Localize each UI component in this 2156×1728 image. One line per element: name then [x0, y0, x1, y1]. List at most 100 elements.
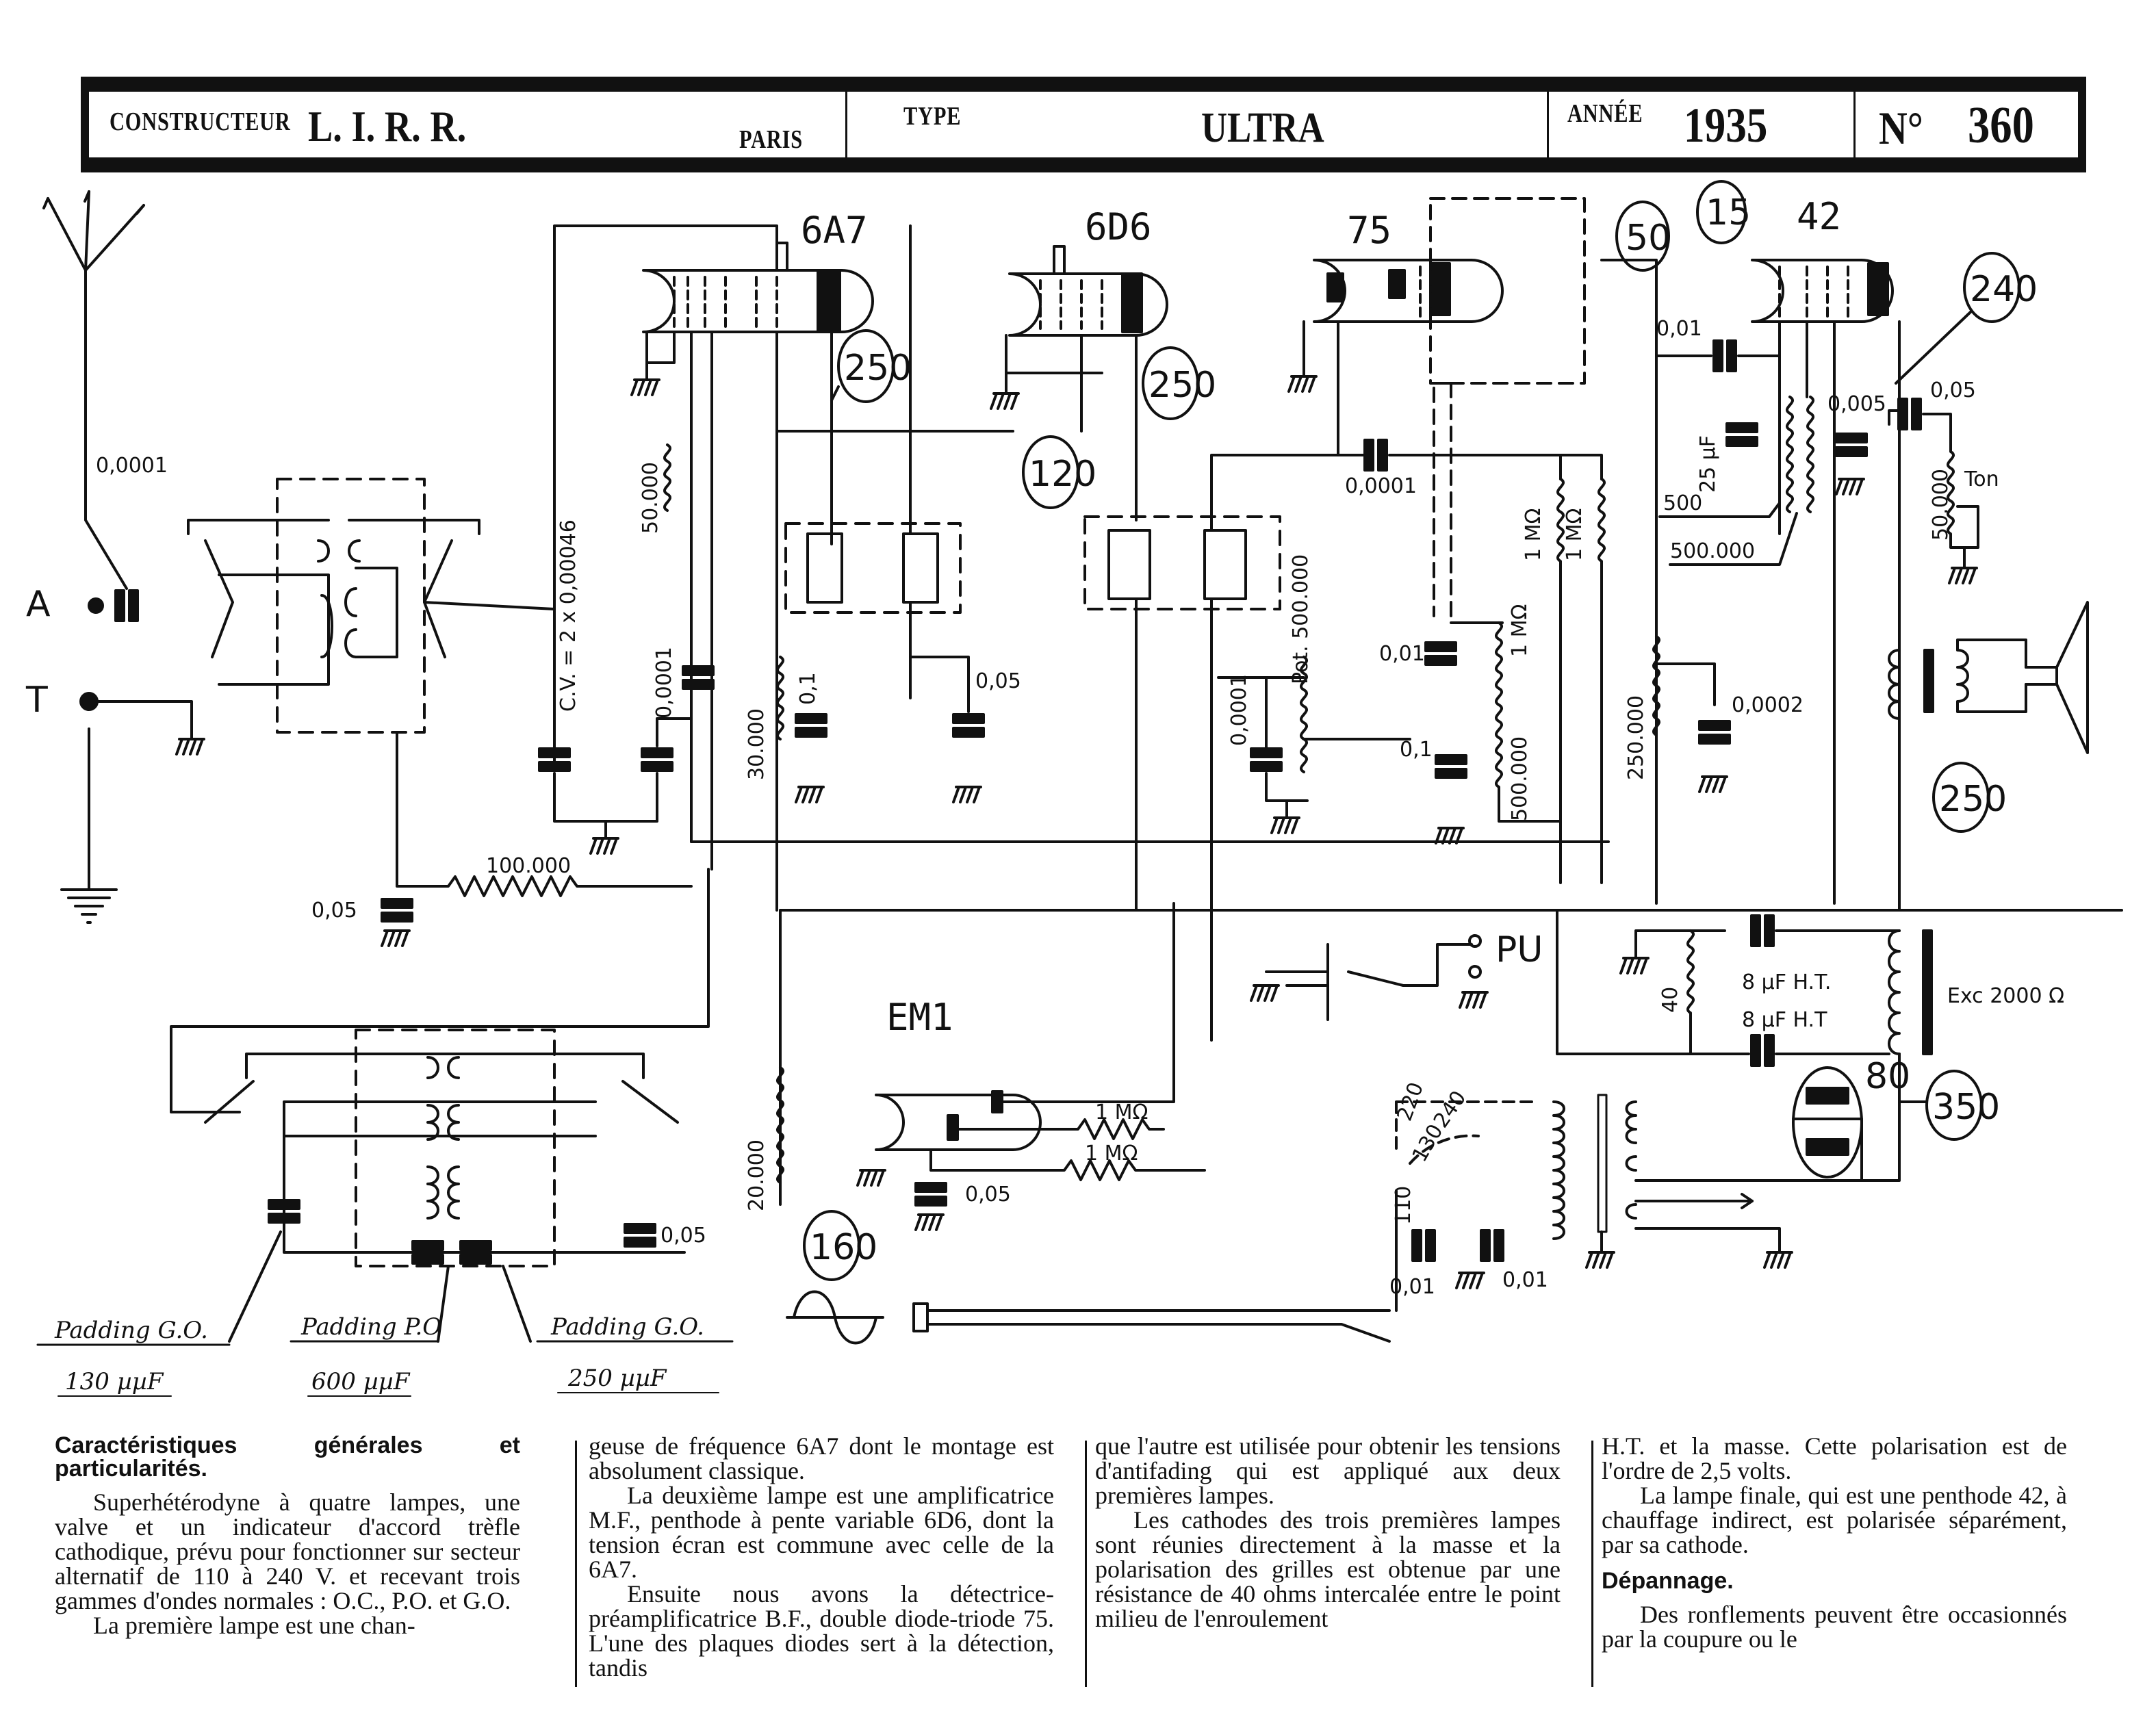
- wire: [1600, 259, 1658, 905]
- oscillator-coil-pack: [204, 1053, 686, 1254]
- if-transformer-1: [784, 522, 962, 614]
- resistor-100k: [396, 731, 693, 897]
- wire: [1388, 454, 1603, 480]
- wire: [1556, 909, 1901, 1055]
- arrow: [1741, 1193, 1754, 1209]
- article-text: Caractéristiques générales et particular…: [55, 1434, 2115, 1721]
- tube-6a7-label: 6A7: [801, 209, 868, 252]
- tube-75: [1313, 259, 1504, 323]
- ground-icon: [381, 929, 411, 947]
- tone-potentiometer[interactable]: [1922, 413, 1979, 569]
- ground-icon: [1585, 1251, 1615, 1269]
- padding-go2-value: 250 µµF: [567, 1365, 667, 1392]
- earth-ground-icon: [60, 888, 118, 924]
- if-coils: [806, 532, 939, 604]
- tube-6d6-label: 6D6: [1085, 205, 1152, 248]
- rectifier-anode: [1806, 1138, 1849, 1156]
- paragraph: Les cathodes des trois premières lampes …: [1095, 1506, 1561, 1632]
- ground-icon: [1835, 478, 1865, 495]
- wire: [1655, 320, 1808, 535]
- padding-po-value: 600 µµF: [311, 1368, 411, 1395]
- section-heading: Caractéristiques générales et particular…: [55, 1432, 520, 1482]
- numero-value: 360: [1968, 96, 2034, 154]
- padding-po-note: Padding P.O 600 µµF: [290, 1313, 441, 1397]
- voltage-badge: [1925, 1070, 1983, 1141]
- tube-42-label: 42: [1797, 195, 1841, 238]
- ground-icon: [1948, 567, 1978, 584]
- aerial-coil-pack: [187, 519, 556, 686]
- earth-terminal-label: T: [25, 680, 48, 721]
- volume-potentiometer[interactable]: [1300, 656, 1308, 773]
- r-20k-label: 20.000: [745, 1139, 769, 1211]
- numero-label: N°: [1879, 102, 1923, 154]
- c-005-tone-label: 0,05: [1930, 378, 1976, 402]
- shielded-lead: [1429, 197, 1586, 385]
- divider: [1853, 92, 1856, 157]
- ac-mains-icon: [786, 1290, 884, 1345]
- voltage-badge: [1022, 435, 1079, 509]
- filter-capacitor-1: [1750, 914, 1775, 947]
- leader: [1669, 512, 1798, 566]
- oscillator-coil-shield: [355, 1029, 556, 1267]
- ground-icon: [1270, 816, 1300, 834]
- v-eye: 160: [810, 1227, 877, 1268]
- capacitor: [1250, 747, 1283, 772]
- resistor-30k: [776, 656, 784, 740]
- pickup-terminal: [1468, 965, 1482, 979]
- aerial-coil-shield: [276, 478, 426, 734]
- field-excitation-coil: [1888, 929, 1901, 1055]
- v-42-screen: 15: [1706, 192, 1751, 233]
- rectifier-tube-80: [1792, 1066, 1863, 1178]
- voltage-badge: [837, 329, 895, 403]
- section-heading: Dépannage.: [1602, 1568, 1734, 1594]
- gramophone-switch[interactable]: [1265, 943, 1473, 1021]
- earth-wire: [88, 700, 193, 891]
- ht-bus: [690, 840, 2123, 912]
- leader: [228, 1230, 532, 1343]
- capacitor: [1480, 1229, 1504, 1262]
- trimmer-label: 0,0001: [652, 647, 676, 719]
- capacitor: [682, 665, 715, 690]
- tube-6d6: [1008, 245, 1168, 337]
- mains-plug: [912, 1302, 929, 1332]
- paragraph: geuse de fréquence 6A7 dont le montage e…: [589, 1432, 1054, 1484]
- em1-r2-label: 1 MΩ: [1085, 1142, 1138, 1165]
- paragraph: Superhétérodyne à quatre lampes, une val…: [55, 1488, 520, 1614]
- if-transformer-2: [1083, 515, 1281, 610]
- padding-go-value: 130 µµF: [65, 1368, 164, 1395]
- type-value: ULTRA: [1201, 105, 1324, 151]
- ground-icon: [1250, 984, 1280, 1002]
- capacitor: [381, 898, 413, 923]
- article-column-2: geuse de fréquence 6A7 dont le montage e…: [589, 1434, 1054, 1680]
- v-6a7-plate: 250: [844, 348, 912, 389]
- c-005-if-label: 0,05: [975, 669, 1021, 693]
- em1-anode: [991, 1090, 1003, 1113]
- pickup-label: PU: [1496, 929, 1543, 970]
- trimmer-capacitor: [641, 747, 673, 772]
- r-1meg-a-label: 1 MΩ: [1522, 508, 1545, 561]
- r-500k-42-label: 500.000: [1670, 539, 1755, 563]
- voltage-badge: [1963, 252, 2020, 323]
- tube-em1: [875, 1094, 1042, 1151]
- if-coils: [1107, 529, 1247, 600]
- voltage-selector[interactable]: [1395, 1100, 1535, 1165]
- wire: [553, 224, 778, 768]
- divider: [1547, 92, 1549, 157]
- em1-r1-label: 1 MΩ: [1095, 1100, 1148, 1124]
- divider: [845, 92, 847, 157]
- antenna-symbol: [42, 190, 145, 590]
- r-500-label: 500: [1663, 491, 1702, 515]
- article-column-4: H.T. et la masse. Cette polarisation est…: [1602, 1434, 2067, 1651]
- resistor-50k: [663, 443, 671, 512]
- v-screen: 120: [1029, 454, 1096, 495]
- title-block: CONSTRUCTEUR L. I. R. R. PARIS TYPE ULTR…: [81, 77, 2086, 172]
- wire: [690, 331, 1014, 912]
- r-50k-tone-label: 50.000: [1929, 469, 1953, 541]
- tube-75-label: 75: [1347, 209, 1391, 252]
- pickup-terminal: [1468, 934, 1482, 948]
- resistor-em1-2: [929, 1148, 1206, 1181]
- ground-icon: [914, 1213, 945, 1231]
- article-column-1: Caractéristiques générales et particular…: [55, 1434, 520, 1638]
- r-500k-v3-label: 500.000: [1508, 736, 1532, 821]
- transformer-core: [1597, 1094, 1608, 1233]
